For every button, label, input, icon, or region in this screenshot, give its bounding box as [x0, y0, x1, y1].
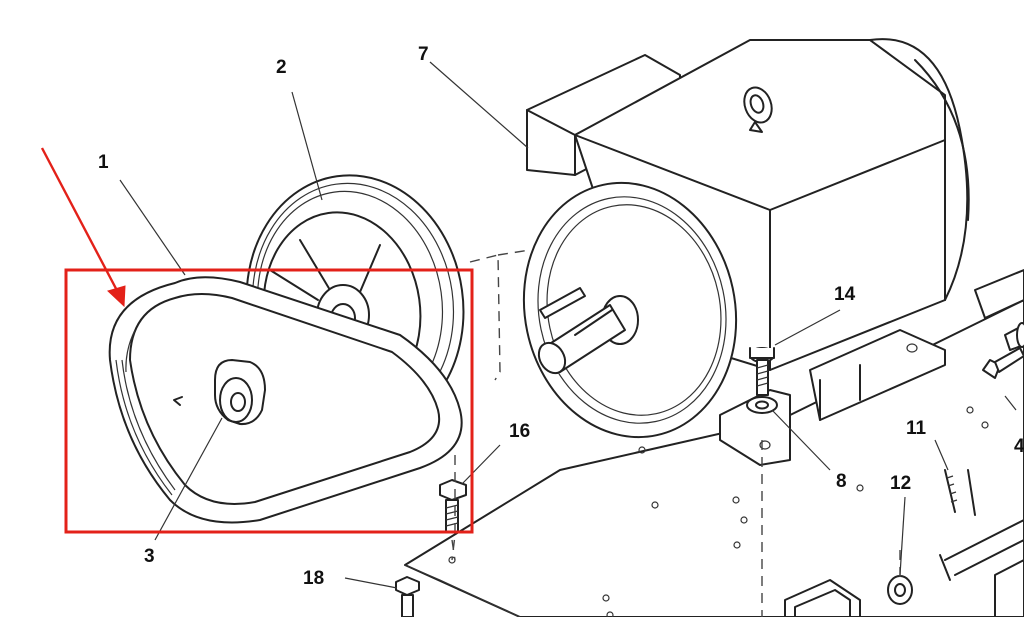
callout-14: 14: [834, 284, 856, 305]
callout-16: 16: [509, 421, 530, 442]
highlight-arrow: [40, 147, 124, 301]
bolt-16: [439, 479, 467, 533]
callout-12: 12: [890, 473, 911, 494]
taper-bushing: [173, 359, 266, 426]
highlight-arrowhead: [107, 285, 126, 308]
callout-8: 8: [836, 471, 847, 492]
callout-7: 7: [418, 44, 429, 65]
motor: [522, 38, 970, 466]
callout-18: 18: [303, 568, 324, 589]
spring-pin-11: [944, 469, 976, 516]
highlight-box: [64, 268, 474, 534]
washer-12: [887, 575, 913, 605]
callout-1: 1: [98, 152, 109, 173]
washer-8: [746, 396, 778, 414]
callout-2: 2: [276, 57, 287, 78]
callout-labels: 1 2 3 7 14 8 11 12 16 18 4: [98, 44, 1024, 589]
bolt-4: [982, 322, 1024, 379]
highlight-annotation: [40, 147, 474, 534]
leader-lines: [119, 61, 1017, 589]
bolt-14: [749, 347, 775, 396]
mounting-rail: [784, 269, 1024, 618]
callout-4: 4: [1014, 436, 1024, 457]
callout-3: 3: [144, 546, 155, 567]
callout-11: 11: [906, 418, 927, 439]
bolt-18: [395, 576, 420, 618]
